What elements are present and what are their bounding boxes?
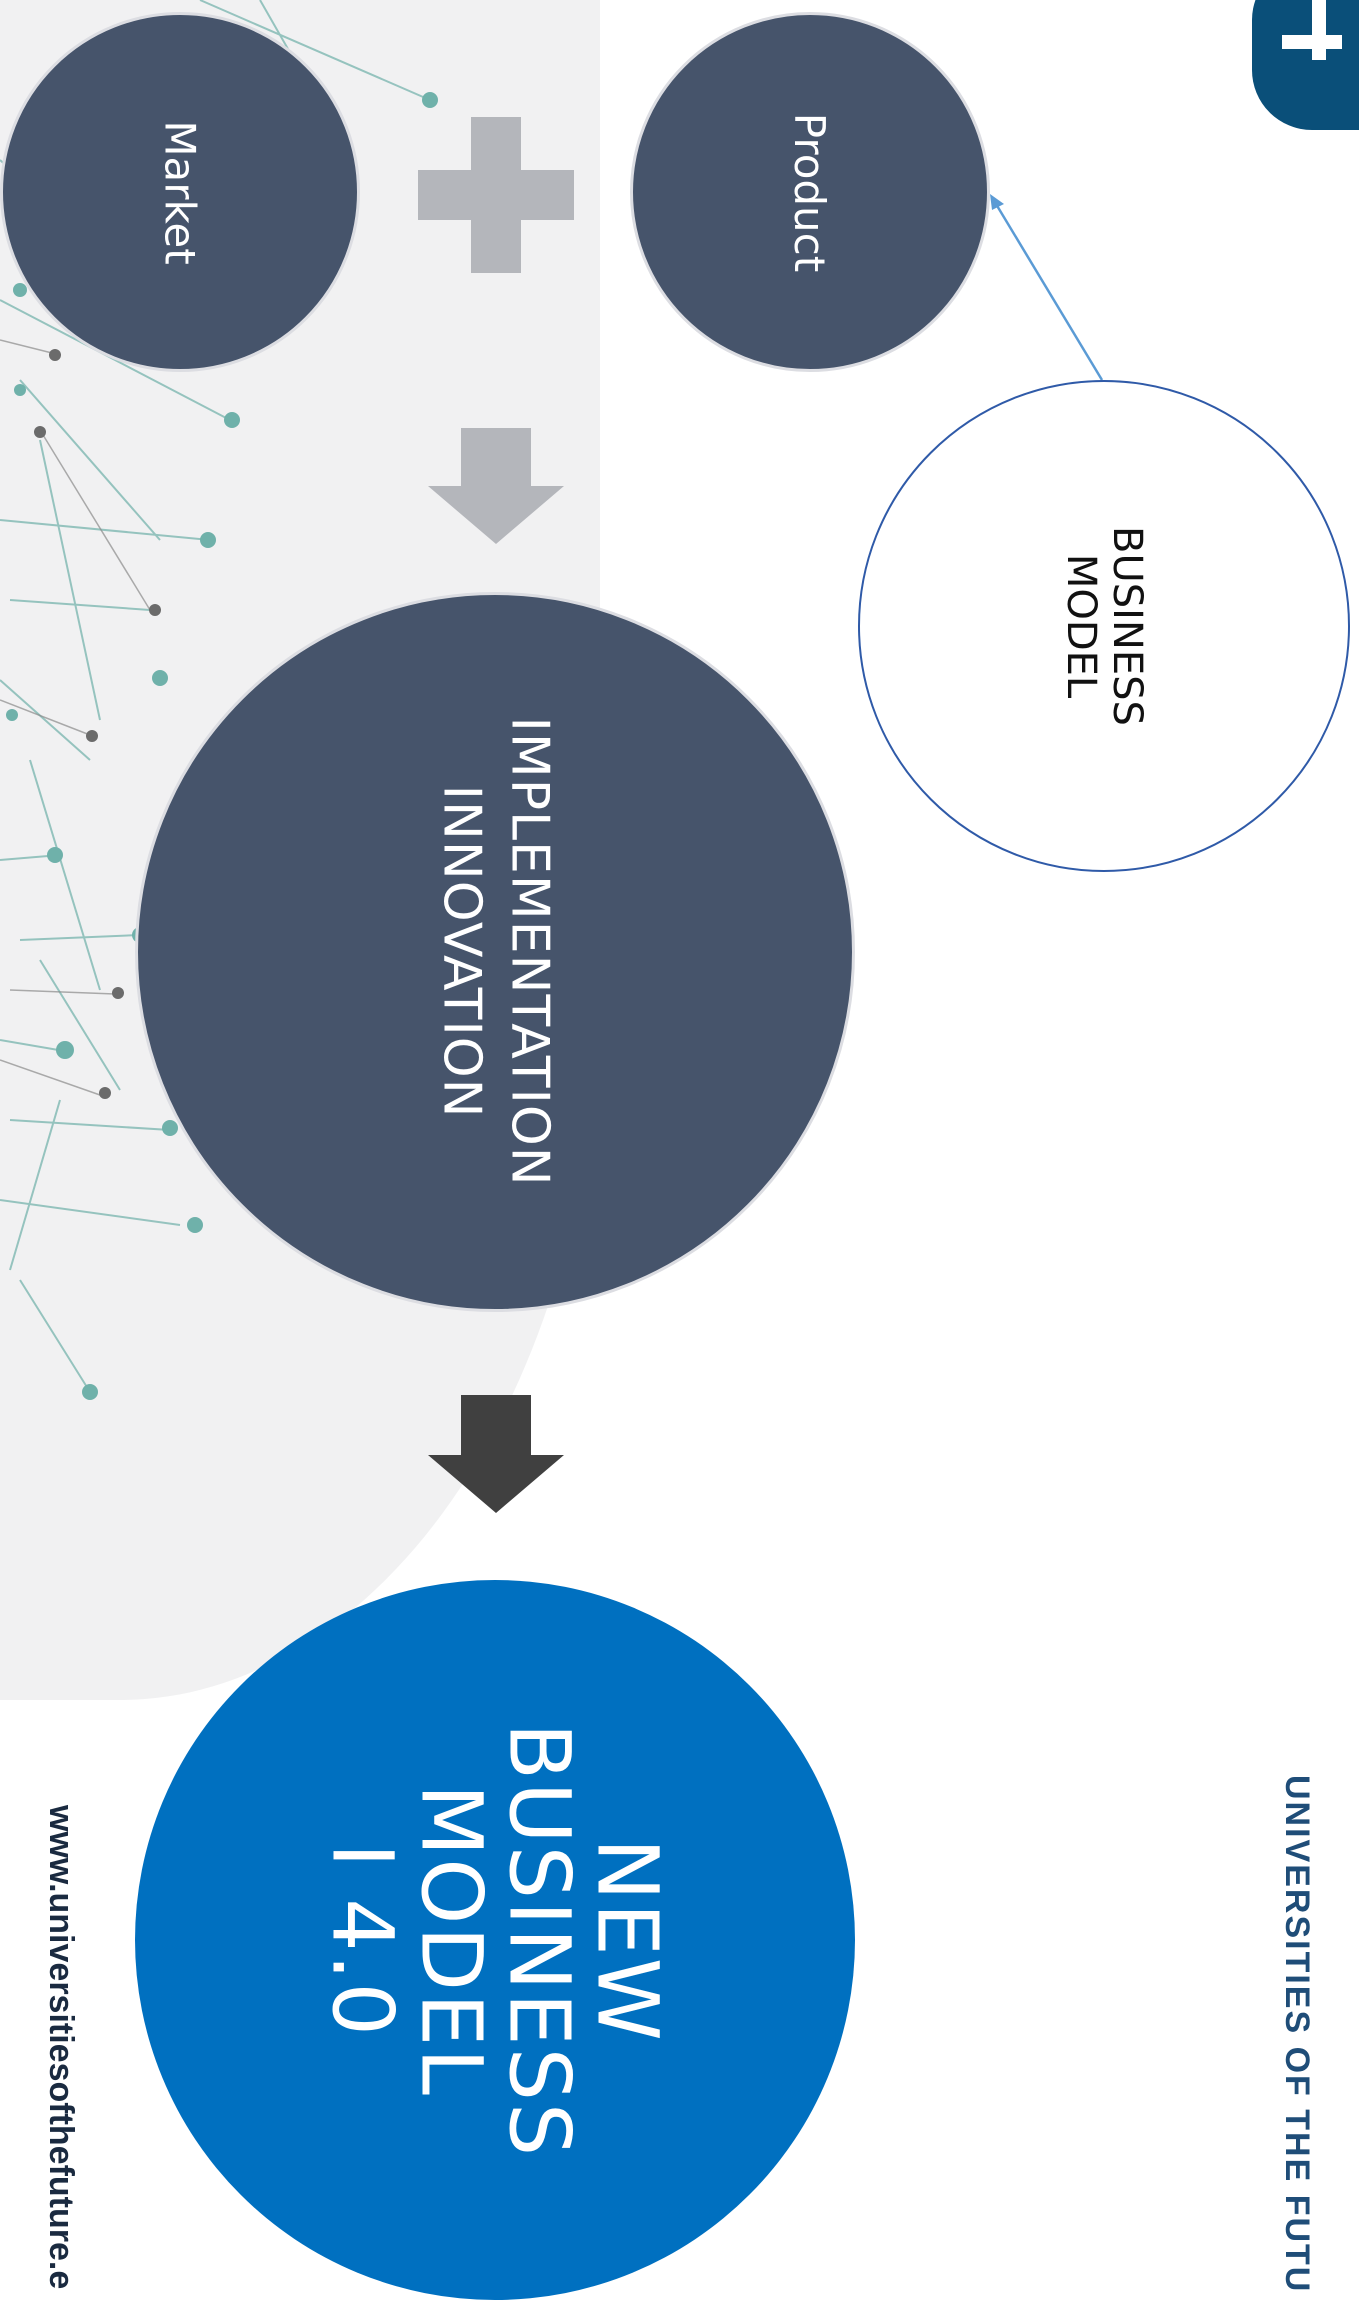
business-model-node: BUSINESS MODEL [858,380,1350,872]
market-node: Market [0,12,360,372]
website-link[interactable]: www.universitiesofthefuture.e [42,1805,80,2290]
business-model-label: BUSINESS MODEL [1057,526,1150,726]
down-arrow-icon [428,428,564,544]
new-business-model-node: NEW BUSINESS MODEL I 4.0 [135,1580,855,2300]
implementation-innovation-node: IMPLEMENTATION INNOVATION [135,592,855,1312]
product-label: Product [785,112,835,272]
market-label: Market [155,119,205,265]
down-arrow-icon [428,1395,564,1513]
business-model-connector [990,194,1104,381]
new-business-model-label: NEW BUSINESS MODEL I 4.0 [313,1722,677,2158]
organization-name: UNIVERSITIES OF THE FUTU [1278,1775,1316,2294]
logo-mark [1252,0,1359,130]
product-node: Product [630,12,990,372]
implementation-innovation-label: IMPLEMENTATION INNOVATION [431,716,560,1188]
plus-icon [418,117,574,273]
